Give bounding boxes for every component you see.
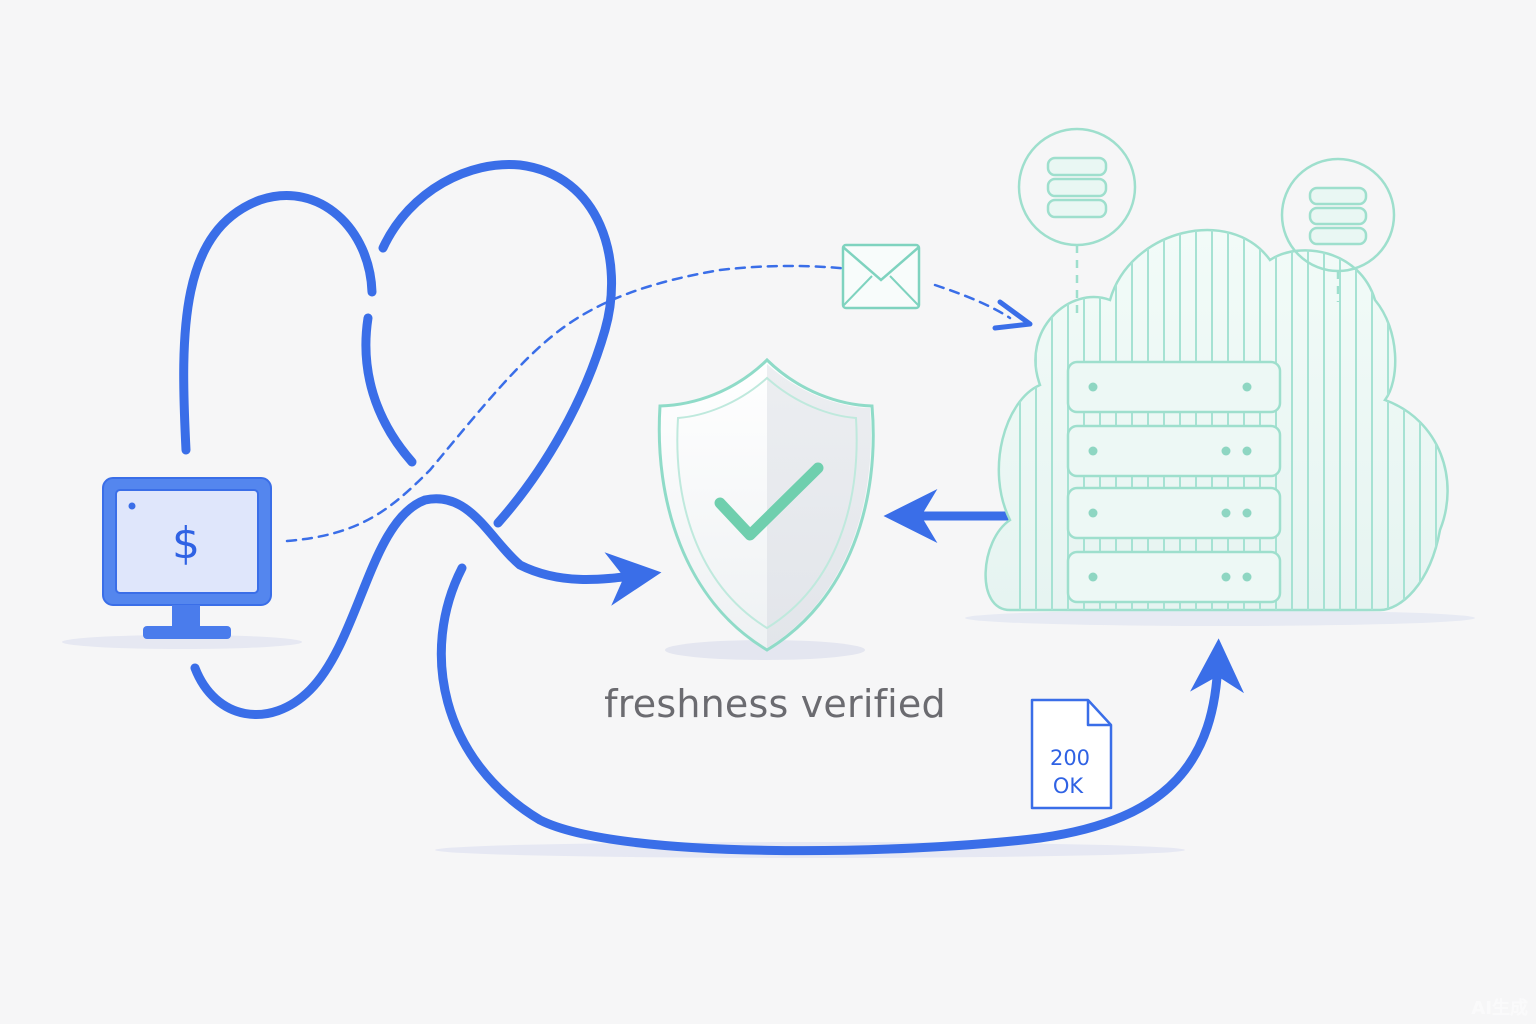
- shield-check-icon: [657, 357, 875, 652]
- loop-to-shield: [190, 494, 662, 719]
- server-rack: [1066, 360, 1282, 604]
- loop-left-lobe: [179, 191, 377, 455]
- server-unit: [1066, 360, 1282, 414]
- envelope-icon: [841, 243, 921, 310]
- database-node-left: [1017, 127, 1137, 320]
- database-icon: [1046, 156, 1108, 219]
- freshness-caption: freshness verified: [604, 682, 946, 726]
- status-text: OK: [1053, 774, 1085, 798]
- loop-right-lobe: [378, 159, 616, 528]
- server-unit: [1066, 486, 1282, 540]
- client-shadow: [62, 635, 302, 649]
- cloud-server-icon: [984, 228, 1449, 612]
- monitor-icon: [102, 477, 272, 639]
- dashed-paths: [285, 264, 1012, 543]
- client-monitor: $: [102, 477, 272, 639]
- status-code: 200: [1050, 746, 1090, 770]
- database-icon: [1308, 186, 1368, 246]
- server-unit: [1066, 550, 1282, 604]
- watermark: AI生成: [1471, 998, 1528, 1019]
- cloud-shadow: [965, 610, 1475, 626]
- loop-bottom-return: [436, 563, 1245, 856]
- database-node-right: [1280, 157, 1396, 302]
- document-icon: [1030, 698, 1113, 810]
- response-document: 200 OK: [1030, 698, 1113, 810]
- loop-left-descend: [361, 313, 417, 467]
- dollar-icon: $: [172, 518, 200, 569]
- dashed-to-cloud: [933, 283, 1012, 320]
- dashed-arrow-head: [992, 299, 1033, 331]
- server-unit: [1066, 424, 1282, 478]
- dashed-client-path: [285, 264, 862, 543]
